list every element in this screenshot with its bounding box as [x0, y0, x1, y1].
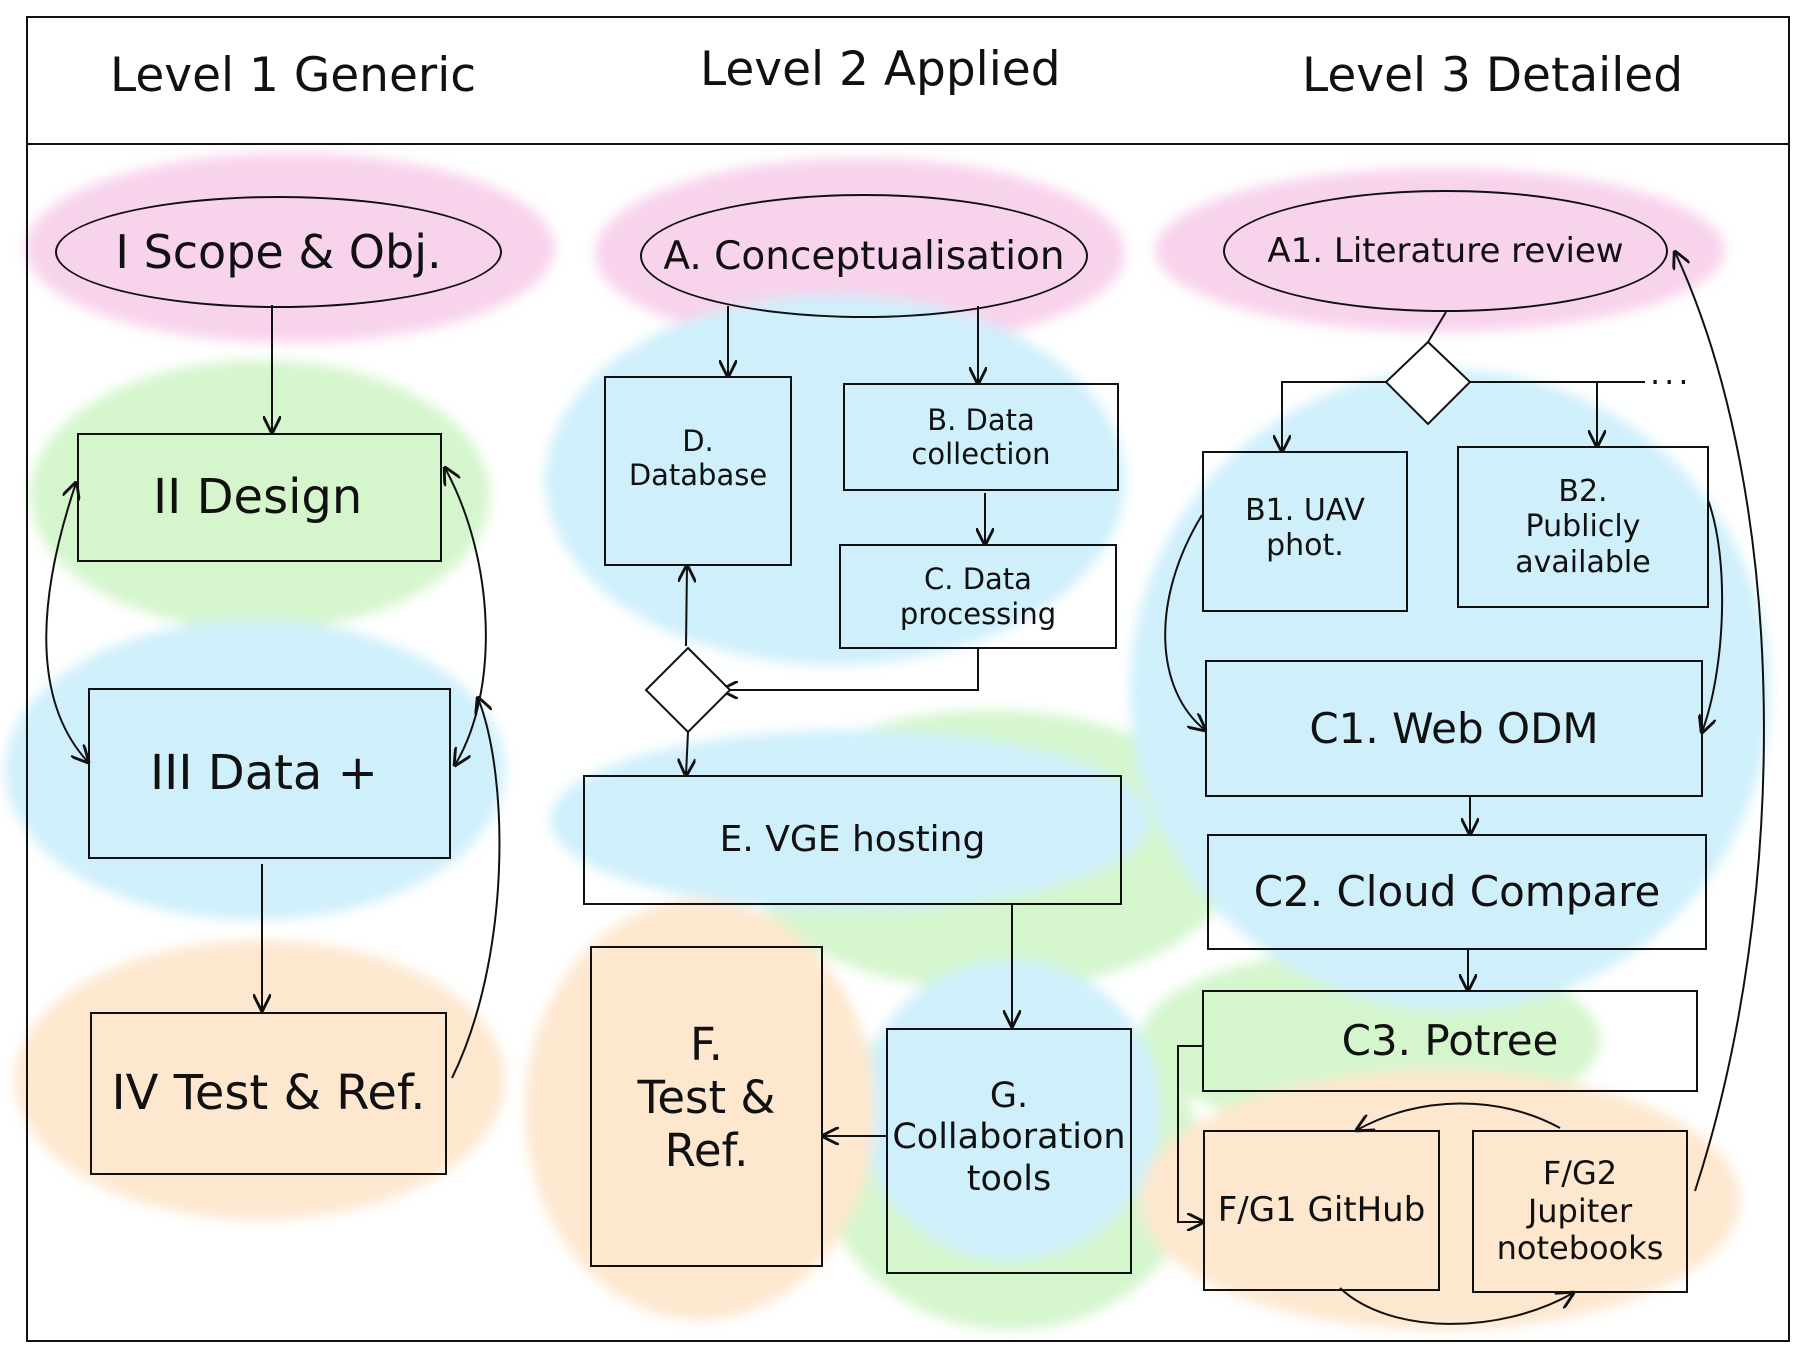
node-processing: C. Data processing	[839, 544, 1117, 649]
edge-diamond-publicly	[1470, 381, 1597, 446]
node-jupiter-label: F/G2 Jupiter notebooks	[1496, 1153, 1664, 1268]
orange-highlight-test	[15, 940, 505, 1220]
node-webodm-label: C1. Web ODM	[1309, 703, 1599, 753]
edge-processing-diamond	[722, 648, 979, 690]
node-literature-label: A1. Literature review	[1267, 231, 1624, 271]
node-literature: A1. Literature review	[1223, 190, 1668, 312]
node-scope: I Scope & Obj.	[55, 196, 502, 308]
edge-jupiter-github	[1357, 1102, 1561, 1130]
node-uav: B1. UAV phot.	[1202, 451, 1408, 612]
node-processing-label: C. Data processing	[899, 562, 1057, 631]
node-collaboration-label: G. Collaboration tools	[892, 1076, 1126, 1199]
header-divider	[26, 143, 1788, 145]
orange-highlight-github	[1140, 1070, 1740, 1330]
node-collection-label: B. Data collection	[911, 402, 1051, 471]
edge-jupiter-literature	[1675, 252, 1765, 1192]
header-level2: Level 2 Applied	[700, 42, 1061, 97]
edge-uav-webodm	[1164, 514, 1205, 730]
node-conceptualisation-label: A. Conceptualisation	[663, 233, 1065, 279]
edge-design-data-right	[445, 468, 487, 765]
node-f-test: F. Test & Ref.	[590, 946, 823, 1267]
node-publicly-label: B2. Publicly available	[1515, 473, 1651, 580]
blue-highlight-data	[5, 620, 505, 920]
node-data-label: III Data +	[150, 745, 378, 802]
node-collection: B. Data collection	[843, 383, 1119, 491]
node-hosting: E. VGE hosting	[583, 775, 1122, 905]
blue-highlight-level3	[1130, 370, 1770, 1010]
header-level3: Level 3 Detailed	[1302, 48, 1684, 103]
edge-literature-diamond	[1427, 311, 1447, 343]
node-data: III Data +	[88, 688, 451, 859]
orange-highlight-f-test	[525, 900, 875, 1320]
node-hosting-label: E. VGE hosting	[719, 818, 986, 860]
edge-design-data-left	[45, 483, 88, 762]
edge-diamond-uav	[1282, 381, 1386, 451]
edge-diamond-database	[686, 566, 687, 647]
node-jupiter: F/G2 Jupiter notebooks	[1472, 1130, 1688, 1293]
node-design-label: II Design	[153, 469, 363, 526]
more-ellipsis: ...	[1650, 354, 1693, 392]
node-webodm: C1. Web ODM	[1205, 660, 1703, 797]
node-test-label: IV Test & Ref.	[111, 1065, 426, 1122]
edge-github-jupiter	[1339, 1287, 1573, 1325]
node-cloudcompare-label: C2. Cloud Compare	[1253, 867, 1661, 917]
node-database: D. Database	[604, 376, 792, 566]
node-cloudcompare: C2. Cloud Compare	[1207, 834, 1707, 950]
node-potree-label: C3. Potree	[1341, 1016, 1559, 1066]
header-level1: Level 1 Generic	[110, 48, 477, 103]
decision-diamond-level3	[1384, 340, 1472, 426]
node-uav-label: B1. UAV phot.	[1245, 493, 1365, 564]
edge-diamond-hosting	[686, 731, 688, 775]
green-highlight-design	[30, 360, 490, 630]
node-conceptualisation: A. Conceptualisation	[640, 194, 1088, 318]
node-database-label: D. Database	[628, 424, 768, 493]
node-github-label: F/G1 GitHub	[1217, 1190, 1426, 1231]
node-publicly: B2. Publicly available	[1457, 446, 1709, 608]
node-potree: C3. Potree	[1202, 990, 1698, 1092]
node-github: F/G1 GitHub	[1203, 1130, 1440, 1291]
edge-potree-github	[1177, 1045, 1203, 1222]
edge-test-data-feedback	[451, 698, 501, 1079]
node-test: IV Test & Ref.	[90, 1012, 447, 1175]
outer-frame	[26, 16, 1790, 1342]
node-scope-label: I Scope & Obj.	[115, 225, 442, 279]
node-design: II Design	[77, 433, 442, 562]
node-collaboration: G. Collaboration tools	[886, 1028, 1132, 1274]
decision-diamond-level2	[644, 646, 732, 734]
blue-highlight-collab	[860, 960, 1160, 1260]
node-f-test-label: F. Test & Ref.	[637, 1018, 776, 1178]
edge-publicly-webodm	[1702, 499, 1724, 732]
